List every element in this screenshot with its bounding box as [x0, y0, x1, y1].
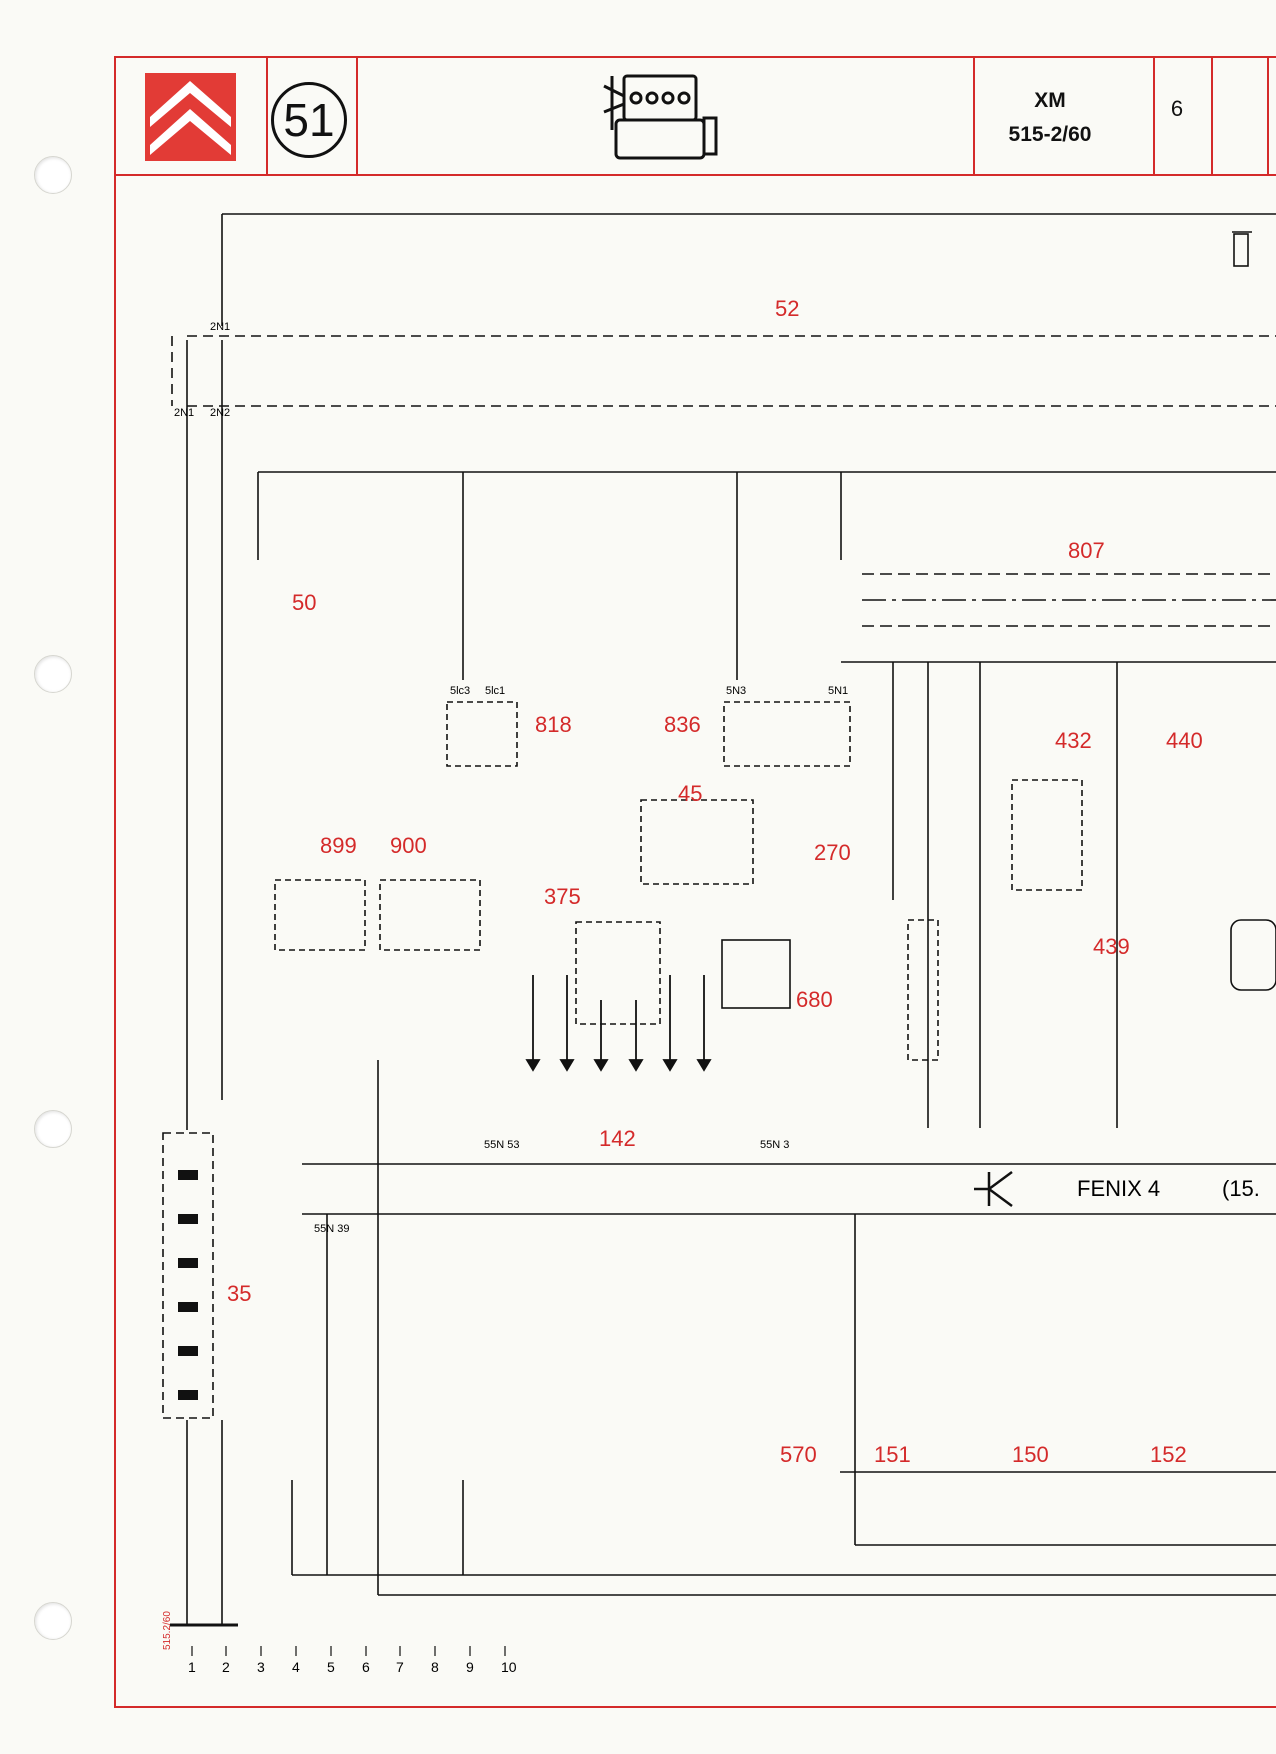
group-number-badge: 51 [271, 82, 347, 158]
side-reference: 515.2/60 [162, 1611, 173, 1650]
model-name: XM [1034, 89, 1066, 112]
pump-output-arrows [525, 975, 712, 1072]
scale-4: 4 [292, 1659, 300, 1675]
scale-7: 7 [396, 1659, 404, 1675]
battery-cells [178, 1170, 198, 1400]
connector-label: 5lc3 [450, 685, 470, 697]
group-cell [268, 56, 358, 174]
connector-labels: 2N1 2N1 2N2 5lc3 5lc1 5N3 5N1 55N 53 55N… [174, 321, 848, 1235]
component-45: 45 [678, 781, 702, 806]
component-142: 142 [599, 1126, 636, 1151]
scale-8: 8 [431, 1659, 439, 1675]
scale-6: 6 [362, 1659, 370, 1675]
component-50: 50 [292, 590, 316, 615]
sheet-frame [114, 56, 1276, 1708]
scale-5: 5 [327, 1659, 335, 1675]
scale-10: 10 [501, 1659, 517, 1675]
component-number-labels: 52 807 50 818 836 45 270 899 900 375 680… [227, 296, 1203, 1467]
connector-label: 2N1 [174, 407, 194, 419]
connector-label: 55N 3 [760, 1139, 789, 1151]
connector-label: 5N1 [828, 685, 848, 697]
scale-9: 9 [466, 1659, 474, 1675]
citroen-chevrons-icon [145, 73, 236, 161]
component-52: 52 [775, 296, 799, 321]
binder-hole [34, 655, 72, 693]
component-899: 899 [320, 833, 357, 858]
component-432: 432 [1055, 728, 1092, 753]
component-270: 270 [814, 840, 851, 865]
sheet-cell [1155, 56, 1213, 174]
fenix-module-suffix: (15. [1222, 1176, 1260, 1201]
component-440: 440 [1166, 728, 1203, 753]
component-818: 818 [535, 712, 572, 737]
scale-1: 1 [188, 1659, 196, 1675]
connector-label: 5lc1 [485, 685, 505, 697]
group-number: 51 [283, 94, 335, 146]
fenix-transistor-icon [974, 1170, 1013, 1208]
diagram-reference: 515-2/60 [1008, 123, 1092, 146]
binder-hole [34, 1602, 72, 1640]
component-35: 35 [227, 1281, 251, 1306]
connector-label: 55N 39 [314, 1223, 349, 1235]
component-807: 807 [1068, 538, 1105, 563]
fenix-module-label: FENIX 4 [1077, 1176, 1160, 1201]
connector-label: 5N3 [726, 685, 746, 697]
grid-scale: 1 2 3 4 5 6 7 8 9 10 [188, 1659, 517, 1675]
scale-2: 2 [222, 1659, 230, 1675]
blank-cell [1213, 56, 1269, 174]
title-block [114, 56, 1276, 176]
binder-hole [34, 156, 72, 194]
connector-label: 2N2 [210, 407, 230, 419]
model-cell [975, 56, 1155, 174]
connector-label: 55N 53 [484, 1139, 519, 1151]
component-151: 151 [874, 1442, 911, 1467]
connector-label: 2N1 [210, 321, 230, 333]
component-375: 375 [544, 884, 581, 909]
component-152: 152 [1150, 1442, 1187, 1467]
component-570: 570 [780, 1442, 817, 1467]
logo-cell [114, 56, 268, 174]
sheet-number: 6 [1170, 96, 1184, 121]
component-900: 900 [390, 833, 427, 858]
scale-3: 3 [257, 1659, 265, 1675]
component-150: 150 [1012, 1442, 1049, 1467]
engine-icon [603, 74, 718, 160]
binder-hole [34, 1110, 72, 1148]
component-680: 680 [796, 987, 833, 1012]
model-block: XM 515-2/60 [975, 84, 1125, 152]
component-439: 439 [1093, 934, 1130, 959]
engine-cell [358, 56, 975, 174]
component-836: 836 [664, 712, 701, 737]
